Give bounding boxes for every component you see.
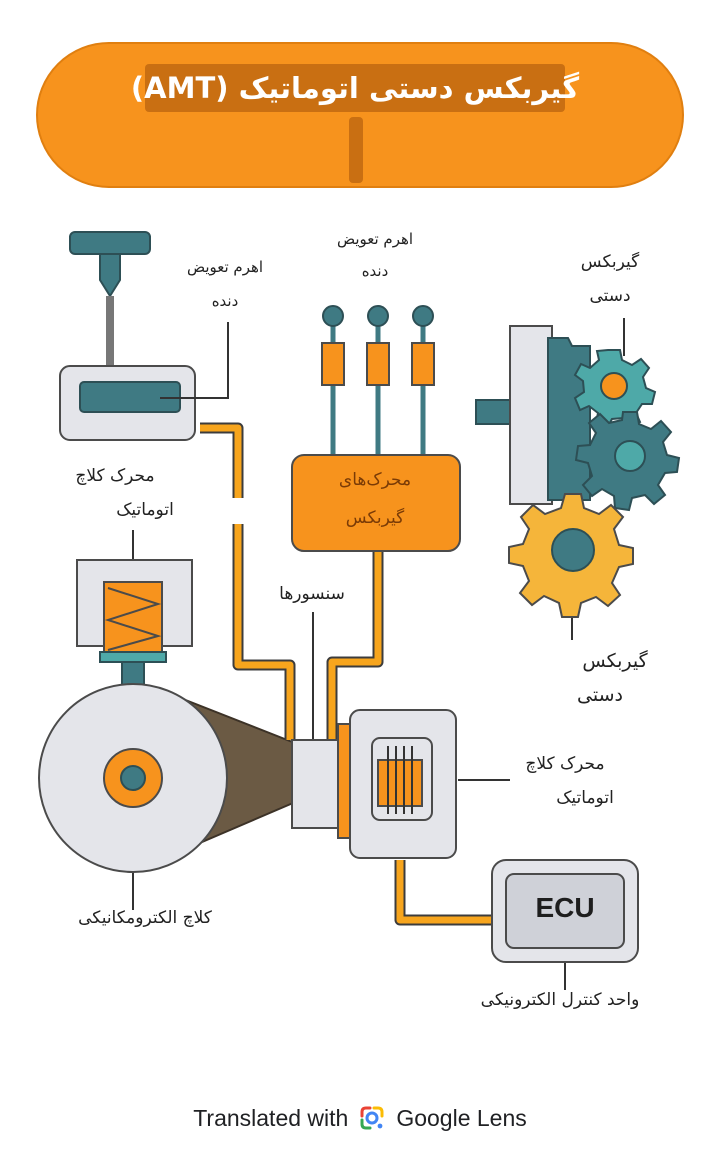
electromechanical-clutch-label: کلاچ الکترومکانیکی [78, 908, 212, 928]
manual-gearbox-bottom-label-2: دستی [577, 684, 623, 706]
page-title: گیربکس دستی اتوماتیک (AMT) [131, 64, 579, 112]
gear-lever-left-icon [59, 231, 196, 441]
title-connector [349, 117, 363, 183]
gearbox-actuators-label-1: محرک‌های [338, 470, 412, 490]
gear-medium-icon [574, 411, 681, 512]
ecu-module-icon [491, 859, 639, 963]
clutch-actuator-left-icon [76, 559, 193, 689]
electromechanical-clutch-icon [38, 683, 228, 873]
manual-gearbox-bottom-label-1: گیربکس [582, 650, 648, 672]
footer-attribution: Translated with Google Lens [0, 1098, 720, 1138]
footer-prefix: Translated with [193, 1104, 349, 1131]
gear-large-icon [508, 493, 634, 618]
ecu-label: واحد کنترل الکترونیکی [480, 990, 640, 1010]
footer-brand: Google Lens [396, 1104, 527, 1131]
manual-gearbox-top-label-1: گیربکس [580, 252, 640, 272]
wiring-fill [200, 424, 495, 924]
clutch-actuator-right-icon [337, 709, 457, 859]
gearbox-actuators-label-2: گیربکس [345, 508, 405, 528]
gear-small-icon [573, 349, 657, 430]
google-lens-icon [360, 1106, 384, 1130]
clutch-motor-left-label-1: محرک کلاچ [75, 466, 155, 486]
gearbox-housing-icon [475, 325, 591, 505]
gear-lever-left-label-1: اهرم تعویض [186, 258, 264, 276]
sensors-label: سنسورها [279, 584, 345, 604]
clutch-motor-right-label-2: اتوماتیک [556, 788, 614, 808]
gear-lever-center-label-2: دنده [361, 262, 389, 280]
shift-actuator-rods-icon [321, 305, 435, 455]
manual-gearbox-top-label-2: دستی [589, 286, 631, 306]
gearbox-actuators-box [291, 454, 461, 552]
clutch-motor-left-label-2: اتوماتیک [116, 500, 174, 520]
sensors-block [291, 739, 343, 829]
gear-lever-center-label-1: اهرم تعویض [336, 230, 414, 248]
clutch-motor-right-label-1: محرک کلاچ [525, 754, 605, 774]
gear-lever-left-label-2: دنده [211, 292, 239, 310]
ecu-title: ECU [535, 892, 595, 923]
